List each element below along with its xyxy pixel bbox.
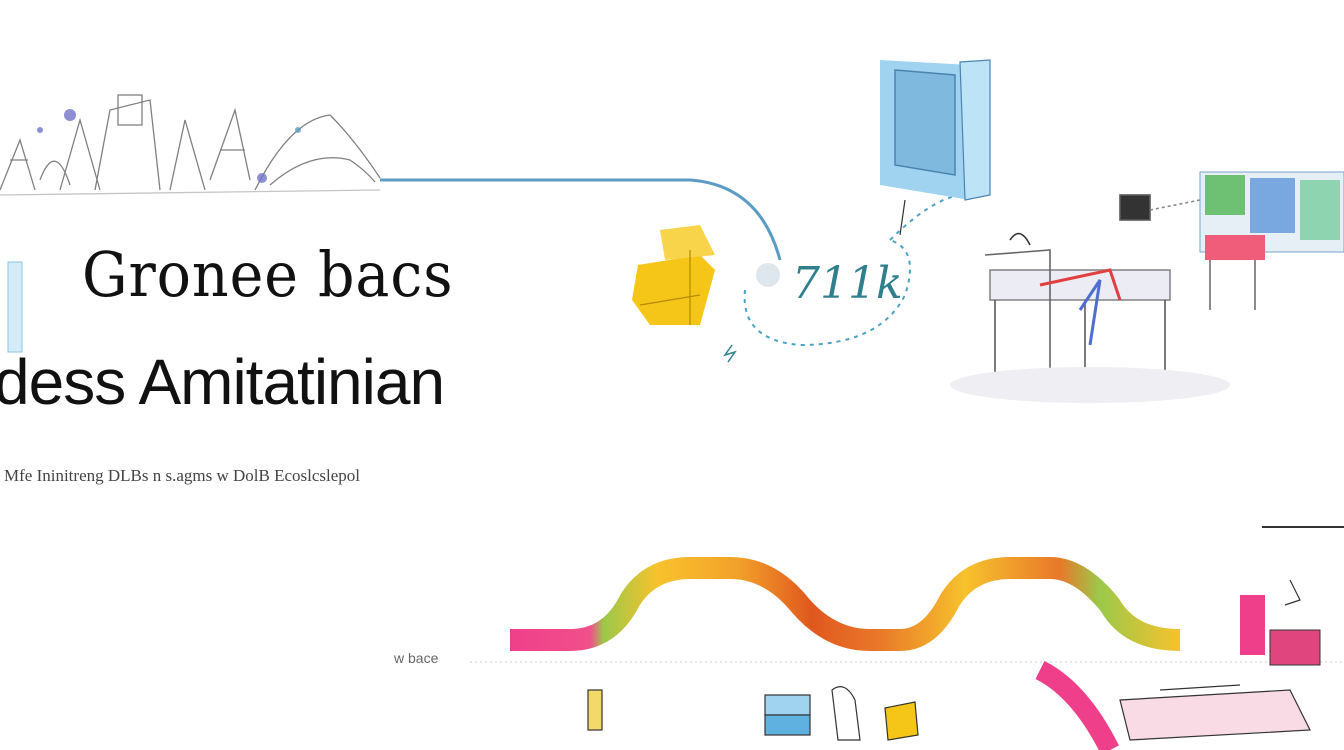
sketch-dot [64, 109, 76, 121]
dashed-loop [743, 239, 911, 347]
edge-bar [7, 261, 23, 353]
lightning-mark [723, 344, 737, 363]
hero-title-line-2: dess Amitatinian [0, 346, 445, 418]
sketch-dot [257, 173, 267, 183]
hero-title-line-1: Gronee bacs [82, 238, 454, 311]
bottom-icons [587, 686, 919, 741]
dashboard-panel [1199, 171, 1344, 310]
pink-ribbon [1035, 661, 1119, 750]
machine-illustration [1119, 579, 1321, 741]
book-illustration [880, 59, 991, 236]
workstation-illustration [984, 194, 1201, 385]
connector-line [380, 178, 782, 261]
wave-band [510, 557, 1181, 651]
flow-label: 711k [792, 258, 903, 309]
sketch-dot [295, 127, 301, 133]
sketch-dot [37, 127, 43, 133]
floor-shadow [950, 367, 1230, 403]
connector-node [756, 263, 780, 287]
cube-illustration [632, 225, 715, 325]
timeline-label: w bace [394, 650, 439, 666]
sketch-cluster [0, 94, 381, 196]
hero-subtitle: Mfe Ininitreng DLBs n s.agms w DolB Ecos… [4, 466, 361, 485]
dashed-link [889, 194, 961, 241]
